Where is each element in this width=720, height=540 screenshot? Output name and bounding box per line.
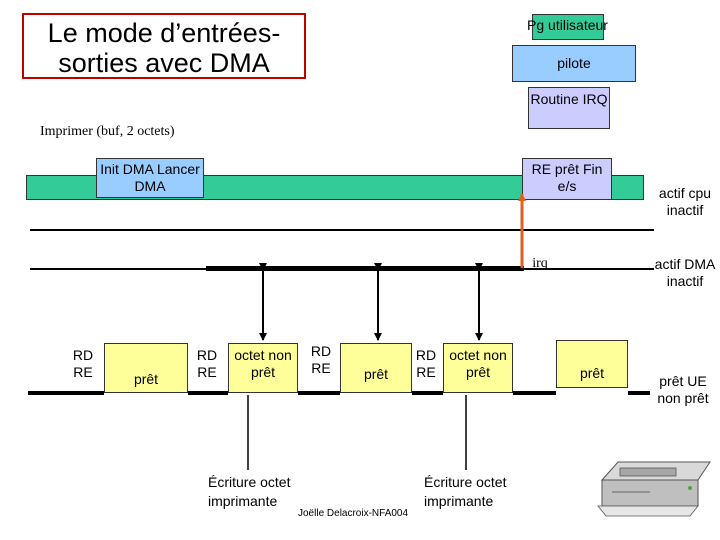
pg-utilisateur-label: Pg utilisateur	[527, 17, 608, 33]
dma-timeline-left	[30, 268, 206, 270]
write-label-2: Écriture octet imprimante	[424, 474, 507, 509]
reg-label-4: RD RE	[415, 347, 437, 380]
irq-label: irq	[532, 256, 548, 271]
state-label-1: prêt	[133, 371, 159, 387]
pilote-box	[512, 45, 636, 82]
routine-irq-box	[528, 87, 610, 129]
state-label-3: prêt	[363, 366, 389, 382]
reg-label-2: RD RE	[196, 347, 218, 380]
state-box-4	[443, 343, 513, 393]
state-box-2	[228, 343, 298, 393]
state-box-5	[556, 340, 628, 388]
reg-label-3: RD RE	[310, 343, 332, 376]
init-dma-label: Init DMA Lancer DMA	[100, 161, 200, 194]
dma-state-label: actif DMA inactif	[654, 256, 716, 289]
state-label-4: octet non prêt	[449, 347, 507, 380]
dma-timeline-active	[206, 266, 524, 271]
state-box-1	[104, 343, 188, 393]
dma-timeline-right	[524, 268, 654, 270]
footer-author: Joëlle Delacroix-NFA004	[298, 508, 409, 519]
ue-state-label: prêt UE non prêt	[657, 373, 709, 406]
cpu-timeline	[30, 229, 654, 231]
call-label: Imprimer (buf, 2 octets)	[40, 124, 175, 139]
state-label-5: prêt	[579, 365, 605, 381]
slide-title-text: Le mode d’entrées-sorties avec DMA	[47, 18, 281, 78]
state-box-3	[340, 343, 412, 393]
slide-title: Le mode d’entrées-sorties avec DMA	[22, 13, 306, 79]
re-pret-box	[522, 158, 612, 200]
reg-label-1: RD RE	[72, 347, 94, 380]
write-label-1: Écriture octet imprimante	[208, 474, 291, 509]
cpu-state-label: actif cpu inactif	[658, 185, 712, 218]
printer-icon	[597, 461, 711, 517]
state-label-2: octet non prêt	[234, 347, 292, 380]
pilote-label: pilote	[557, 55, 591, 71]
routine-irq-label: Routine IRQ	[530, 91, 608, 107]
pg-utilisateur-box	[532, 14, 604, 40]
init-dma-box	[96, 158, 204, 198]
re-pret-label: RE prêt Fin e/s	[531, 161, 603, 194]
